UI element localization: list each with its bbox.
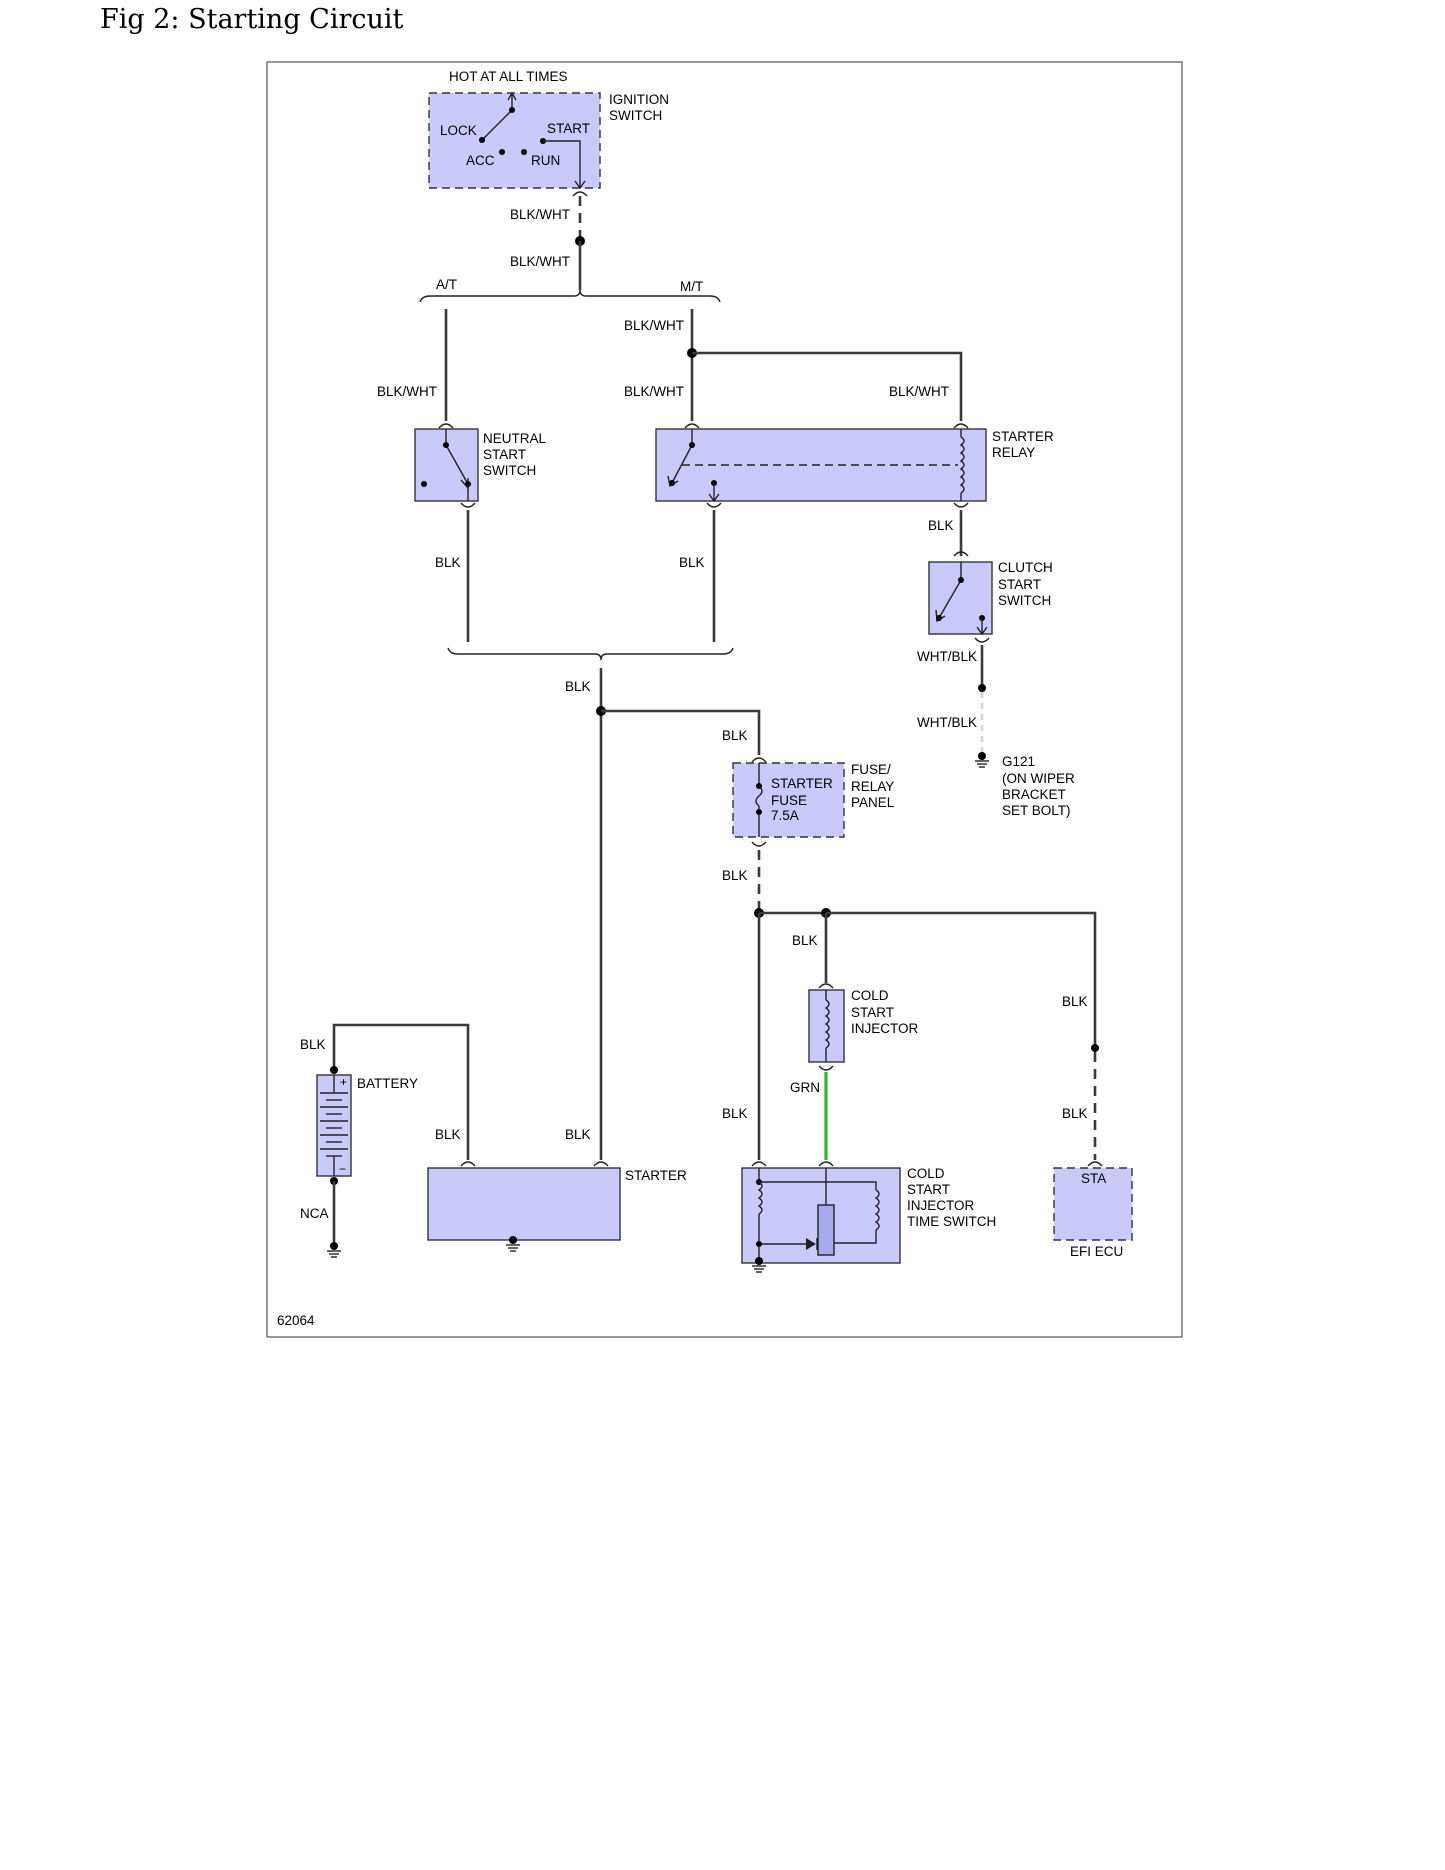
ignition-position-run: RUN — [531, 153, 560, 168]
battery-label: BATTERY — [357, 1076, 418, 1091]
wire-label: BLK — [722, 728, 748, 743]
starter-relay-label-1: STARTER — [992, 429, 1054, 444]
wire-label: BLK — [1062, 1106, 1088, 1121]
ignition-position-start: START — [547, 121, 590, 136]
battery-minus: − — [339, 1162, 346, 1176]
wire-label: BLK — [435, 555, 461, 570]
wire-blkwht-relay-coil — [692, 351, 963, 421]
ecu-terminal-sta: STA — [1081, 1171, 1106, 1186]
starter-fuse — [732, 757, 845, 847]
ground-g121-icon — [975, 752, 989, 768]
wire-label: BLK/WHT — [510, 207, 570, 222]
starter-fuse-label-2: FUSE — [771, 793, 807, 808]
injector-label-1: COLD — [851, 988, 889, 1003]
fuse-panel-label-3: PANEL — [851, 795, 895, 810]
time-switch-label-4: TIME SWITCH — [907, 1214, 996, 1229]
starter-fuse-label-3: 7.5A — [771, 808, 799, 823]
wire-blk-ecu — [826, 911, 1097, 1048]
splice-dot — [1091, 1044, 1099, 1052]
wire-label: BLK — [928, 518, 954, 533]
ground-g121-label-3: BRACKET — [1002, 787, 1066, 802]
neutral-switch-label-1: NEUTRAL — [483, 431, 547, 446]
neutral-switch-label-3: SWITCH — [483, 463, 536, 478]
fuse-panel-label-2: RELAY — [851, 779, 894, 794]
wire-label: BLK — [1062, 994, 1088, 1009]
wire-label: BLK — [565, 679, 591, 694]
ground-g121-label-4: SET BOLT) — [1002, 803, 1071, 818]
cold-start-time-switch — [741, 1161, 901, 1273]
wire-label: BLK — [565, 1127, 591, 1142]
figure-title: Fig 2: Starting Circuit — [100, 4, 404, 35]
wire-label: WHT/BLK — [917, 715, 977, 730]
cold-start-injector — [808, 983, 845, 1071]
ignition-switch-label-1: IGNITION — [609, 92, 669, 107]
wire-blk-fuse — [601, 709, 761, 755]
ignition-position-lock: LOCK — [440, 123, 477, 138]
wire-label: BLK/WHT — [377, 384, 437, 399]
clutch-switch-label-3: SWITCH — [998, 593, 1051, 608]
fuse-panel-label-1: FUSE/ — [851, 762, 891, 777]
starter-relay — [655, 423, 987, 508]
wire-label: BLK/WHT — [889, 384, 949, 399]
splice-dot — [978, 684, 986, 692]
clutch-start-switch — [928, 551, 993, 643]
wire-label: BLK/WHT — [510, 254, 570, 269]
neutral-switch-label-2: START — [483, 447, 526, 462]
connector-icon — [572, 191, 588, 197]
clutch-switch-label-1: CLUTCH — [998, 560, 1053, 575]
option-brace-lower — [447, 647, 734, 661]
wire-label: WHT/BLK — [917, 649, 977, 664]
injector-label-2: START — [851, 1005, 894, 1020]
wire-label: BLK/WHT — [624, 384, 684, 399]
battery-plus: + — [340, 1075, 347, 1089]
wire-label: BLK — [722, 1106, 748, 1121]
wire-label: BLK — [792, 933, 818, 948]
ignition-switch — [428, 91, 601, 190]
wire-label: BLK — [300, 1037, 326, 1052]
efi-ecu — [1053, 1161, 1133, 1241]
wire-label: BLK — [679, 555, 705, 570]
battery-ground-icon — [327, 1242, 341, 1258]
time-switch-label-2: START — [907, 1182, 950, 1197]
option-automatic: A/T — [436, 277, 457, 292]
ecu-label: EFI ECU — [1070, 1244, 1123, 1259]
wire-blk-battery — [332, 1023, 470, 1160]
clutch-switch-label-2: START — [998, 577, 1041, 592]
neutral-start-switch — [414, 423, 479, 508]
wire-label: GRN — [790, 1080, 820, 1095]
ignition-position-acc: ACC — [466, 153, 495, 168]
diagram-frame — [266, 61, 1183, 1338]
option-brace — [419, 289, 721, 303]
wire-label: BLK — [722, 868, 748, 883]
ignition-switch-label-2: SWITCH — [609, 108, 662, 123]
starter-relay-label-2: RELAY — [992, 445, 1035, 460]
battery-ground-wire: NCA — [300, 1206, 329, 1221]
starter-fuse-label-1: STARTER — [771, 776, 833, 791]
power-note: HOT AT ALL TIMES — [449, 69, 568, 84]
diagram-id: 62064 — [277, 1313, 315, 1328]
wire-label: BLK/WHT — [624, 318, 684, 333]
time-switch-label-1: COLD — [907, 1166, 945, 1181]
wire-label: BLK — [435, 1127, 461, 1142]
time-switch-label-3: INJECTOR — [907, 1198, 975, 1213]
option-manual: M/T — [680, 279, 703, 294]
ground-g121-label-2: (ON WIPER — [1002, 771, 1075, 786]
injector-label-3: INJECTOR — [851, 1021, 919, 1036]
starter-label: STARTER — [625, 1168, 687, 1183]
starter-motor — [427, 1161, 621, 1252]
ground-g121-label-1: G121 — [1002, 754, 1035, 769]
battery-icon — [316, 1066, 352, 1177]
